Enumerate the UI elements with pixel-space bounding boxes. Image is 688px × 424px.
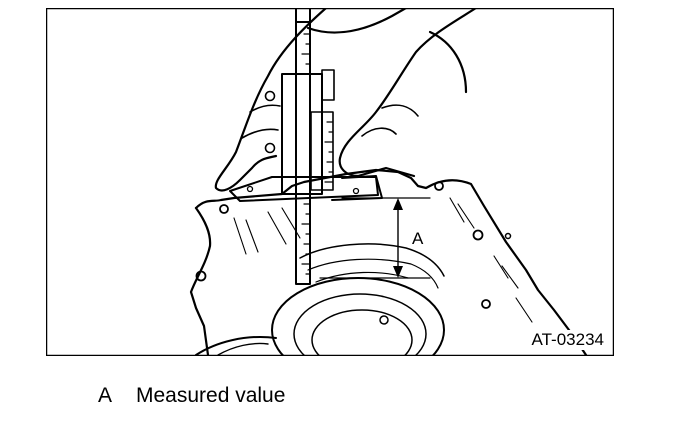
legend-text: Measured value bbox=[136, 384, 286, 407]
legend-key: A bbox=[98, 384, 113, 407]
dimension-label: A bbox=[412, 229, 424, 248]
drum-mid bbox=[293, 293, 427, 356]
drum-hole bbox=[379, 315, 389, 325]
bolt-hole bbox=[219, 204, 229, 214]
depth-gauge-illustration: A bbox=[46, 8, 614, 356]
bolt-hole bbox=[504, 232, 512, 240]
left-hand bbox=[214, 8, 328, 192]
case-left-edge bbox=[189, 206, 212, 356]
gauge-scale bbox=[295, 21, 311, 285]
straight-edge-bar bbox=[229, 176, 379, 202]
figure-code: AT-03234 bbox=[529, 330, 606, 350]
illustration-frame: A AT-03234 bbox=[46, 8, 614, 356]
bore-ring-2 bbox=[315, 271, 409, 283]
gauge-lock-screw bbox=[264, 90, 276, 102]
right-hand-sleeve bbox=[428, 30, 468, 94]
gauge-lock-box bbox=[321, 69, 335, 101]
lower-gear-inner bbox=[217, 342, 269, 356]
gauge-ticks bbox=[301, 33, 334, 275]
right-hand-fingers bbox=[361, 104, 419, 137]
drum-inner bbox=[311, 309, 413, 356]
dimension-arrow-top bbox=[393, 198, 403, 210]
legend-entry: A Measured value bbox=[98, 384, 285, 408]
gauge-lock-screw bbox=[264, 142, 276, 154]
lower-gear bbox=[195, 335, 277, 356]
gauge-slider-window bbox=[310, 111, 334, 191]
bar-hole bbox=[246, 185, 254, 193]
bore-upper bbox=[299, 243, 445, 277]
bolt-hole bbox=[481, 299, 491, 309]
gauge-slider bbox=[281, 73, 323, 195]
bolt-hole bbox=[195, 270, 207, 282]
bolt-hole bbox=[434, 181, 444, 191]
case-outline bbox=[194, 168, 588, 356]
bore-ring-1 bbox=[307, 258, 439, 289]
bolt-hole bbox=[472, 229, 484, 241]
dimension-arrow-bottom bbox=[393, 266, 403, 278]
gauge-beam-top bbox=[295, 8, 311, 23]
bar-hole bbox=[352, 187, 360, 195]
left-hand-fingers bbox=[241, 104, 281, 139]
straight-edge-right bbox=[331, 175, 383, 201]
left-hand-sleeve bbox=[306, 8, 408, 34]
right-hand bbox=[338, 8, 478, 178]
case-shading bbox=[233, 197, 533, 323]
